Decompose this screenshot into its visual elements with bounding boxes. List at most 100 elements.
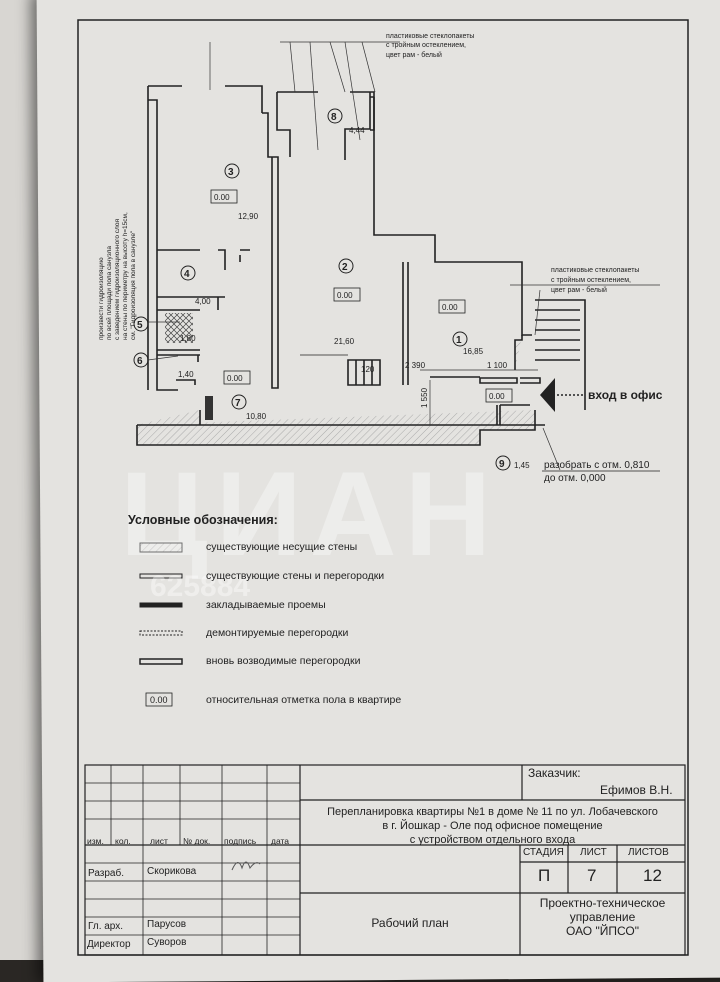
- svg-text:2 390: 2 390: [405, 361, 426, 370]
- window-leaders: [147, 41, 660, 471]
- stage-value: П: [538, 866, 551, 885]
- org-line: Проектно-техническое: [539, 896, 666, 910]
- legend-title: Условные обозначения:: [128, 513, 278, 527]
- legend-item: относительная отметка пола в квартире: [206, 694, 402, 706]
- svg-text:на стены по периметру на высот: на стены по периметру на высоту h=15см,: [122, 212, 129, 340]
- svg-text:0.00: 0.00: [150, 695, 168, 705]
- svg-text:1,45: 1,45: [514, 461, 530, 470]
- svg-text:пластиковые стеклопакеты: пластиковые стеклопакеты: [551, 267, 639, 274]
- svg-text:4: 4: [184, 269, 190, 280]
- col-signature: подпись: [224, 836, 257, 846]
- svg-text:пластиковые стеклопакеты: пластиковые стеклопакеты: [386, 33, 474, 40]
- stage-label: СТАДИЯ: [523, 847, 564, 858]
- role-director: Директор: [87, 939, 131, 950]
- svg-text:0.00: 0.00: [442, 303, 458, 312]
- svg-text:0.00: 0.00: [214, 193, 230, 202]
- organization: Проектно-техническое управление ОАО "ЙПС…: [520, 896, 685, 938]
- org-line: ОАО "ЙПСО": [566, 924, 639, 938]
- legend-item: закладываемые проемы: [206, 599, 326, 611]
- legend-item: демонтируемые перегородки: [206, 627, 349, 639]
- room-2: 2 21,60 0.00: [333, 258, 361, 346]
- col-izm: изм.: [87, 836, 104, 846]
- svg-text:цвет рам - белый: цвет рам - белый: [551, 286, 607, 294]
- svg-text:3: 3: [228, 167, 234, 178]
- svg-text:21,60: 21,60: [334, 337, 355, 346]
- room-8: 84,44: [327, 108, 365, 135]
- demolish-note: разобрать с отм. 0,810 до отм. 0,000: [542, 459, 660, 484]
- svg-text:0.00: 0.00: [489, 392, 505, 401]
- svg-text:разобрать с отм. 0,810: разобрать с отм. 0,810: [544, 459, 650, 471]
- svg-text:1,80: 1,80: [180, 334, 196, 343]
- project-title: Перепланировка квартиры №1 в доме № 11 п…: [300, 805, 685, 847]
- svg-text:12,90: 12,90: [238, 212, 259, 221]
- org-line: управление: [569, 910, 636, 924]
- top-window-note: пластиковые стеклопакеты с тройным остек…: [386, 33, 474, 59]
- svg-text:9: 9: [499, 459, 505, 470]
- svg-text:по всей площади пола санузла: по всей площади пола санузла: [105, 246, 113, 340]
- col-doc: № док.: [183, 836, 211, 846]
- right-window-note: пластиковые стеклопакеты с тройным остек…: [551, 267, 639, 294]
- svg-text:1 100: 1 100: [487, 361, 508, 370]
- dimensions: 120 2 390 1 100 1 550: [361, 361, 508, 408]
- svg-text:120: 120: [361, 365, 375, 374]
- sheets-value: 12: [643, 866, 662, 885]
- sheets-label: ЛИСТОВ: [628, 847, 669, 858]
- svg-text:с тройным остеклением,: с тройным остеклением,: [386, 41, 466, 49]
- role-chief-architect: Гл. арх.: [88, 921, 124, 932]
- role-developer: Разраб.: [88, 868, 125, 879]
- room-4: 44,00: [180, 265, 211, 306]
- name-developer: Скорикова: [147, 866, 197, 877]
- signature: [231, 861, 261, 871]
- svg-text:6: 6: [137, 356, 143, 367]
- filled-opening: [205, 396, 213, 420]
- room-5: 51,80: [133, 316, 196, 343]
- col-kol: кол.: [115, 836, 131, 846]
- svg-text:10,80: 10,80: [246, 412, 267, 421]
- room-labels: 116,850.00 221,600.00 312,900.00 44,00 5…: [133, 108, 530, 471]
- svg-text:1 550: 1 550: [420, 387, 429, 408]
- sheet-label: ЛИСТ: [580, 847, 607, 858]
- room-3: 3 12,90 0.00: [210, 163, 259, 221]
- svg-text:16,85: 16,85: [463, 347, 484, 356]
- svg-text:произвести гидроизоляцию: произвести гидроизоляцию: [98, 257, 105, 340]
- svg-text:4,44: 4,44: [349, 126, 365, 135]
- svg-text:0.00: 0.00: [337, 291, 353, 300]
- svg-text:до отм. 0,000: до отм. 0,000: [544, 473, 606, 484]
- svg-text:8: 8: [331, 112, 337, 123]
- svg-text:2: 2: [342, 262, 348, 273]
- watermark-brand: ЦИАН: [120, 447, 500, 581]
- watermark-phone: 625884: [150, 570, 251, 603]
- name-chief-architect: Парусов: [147, 919, 187, 930]
- floor-plan: пластиковые стеклопакеты с тройным остек…: [84, 33, 686, 956]
- waterproofing-note: произвести гидроизоляцию по всей площади…: [98, 212, 137, 340]
- svg-text:см. "Гидроизоляция пола в сану: см. "Гидроизоляция пола в санузле": [130, 230, 137, 340]
- svg-text:4,00: 4,00: [195, 297, 211, 306]
- svg-text:1: 1: [456, 335, 462, 346]
- project-line: с устройством отдельного входа: [409, 834, 576, 846]
- legend-item: существующие несущие стены: [206, 541, 358, 553]
- name-director: Суворов: [147, 937, 187, 948]
- col-list: лист: [150, 836, 168, 846]
- room-6: 61,40: [133, 352, 194, 379]
- svg-text:с тройным остеклением,: с тройным остеклением,: [551, 276, 631, 284]
- project-line: Перепланировка квартиры №1 в доме № 11 п…: [327, 806, 658, 818]
- project-line: в г. Йошкар - Оле под офисное помещение: [382, 820, 603, 832]
- legend-symbols: 0.00: [139, 542, 183, 707]
- room-1: 116,85 0.00: [438, 299, 484, 356]
- entrance-arrow-icon: [540, 378, 555, 412]
- col-date: дата: [271, 836, 290, 846]
- sanitary-hatch: [165, 313, 193, 343]
- customer-label: Заказчик:: [528, 766, 581, 780]
- svg-text:7: 7: [235, 398, 241, 409]
- room-9: 9 1,45 0.00: [485, 388, 530, 471]
- sheet-value: 7: [587, 866, 597, 885]
- svg-text:цвет рам - белый: цвет рам - белый: [386, 51, 442, 59]
- entrance-label: вход в офис: [588, 388, 663, 402]
- legend-item: вновь возводимые перегородки: [206, 655, 361, 667]
- room-7: 710,800.00: [223, 370, 267, 421]
- svg-text:с заведением гидроизоляционног: с заведением гидроизоляционного слоя: [114, 218, 121, 340]
- customer-name: Ефимов В.Н.: [600, 783, 673, 797]
- walls: [136, 85, 586, 446]
- title-block-grid: [84, 764, 686, 956]
- legend-item: существующие стены и перегородки: [206, 570, 385, 582]
